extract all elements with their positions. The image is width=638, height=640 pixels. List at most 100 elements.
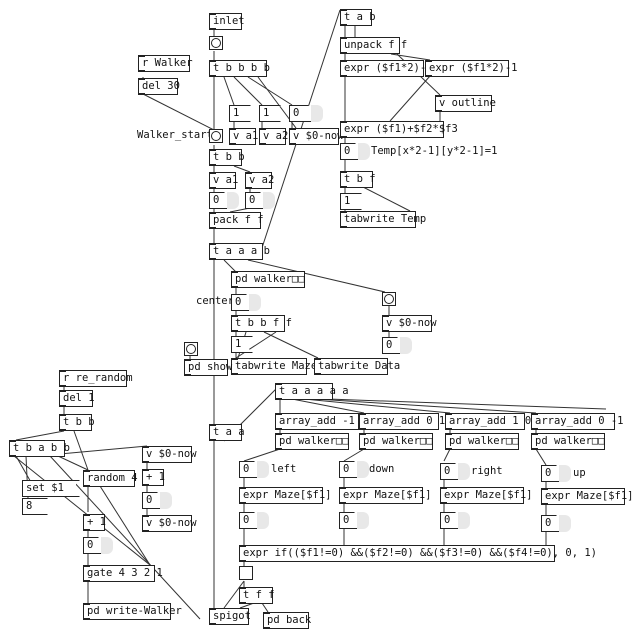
- set-message[interactable]: set $1 $2: [22, 480, 80, 497]
- number-now-mid[interactable]: 0: [382, 337, 402, 354]
- trigger-bb[interactable]: t b b: [209, 149, 245, 166]
- gate-4321[interactable]: gate 4 3 2 1: [83, 565, 163, 582]
- expr-f1-x[interactable]: expr ($f1*2)-1: [340, 60, 433, 77]
- number-maze-right-display: [458, 512, 470, 529]
- number-display-top: [311, 105, 323, 122]
- bang-circle-icon: [384, 294, 394, 304]
- bang-walker-start[interactable]: [209, 129, 223, 143]
- down-label: down: [369, 463, 395, 475]
- delay-30[interactable]: del 30: [138, 78, 180, 95]
- temp-formula-comment: Temp[x*2-1][y*2-1]=1: [371, 145, 498, 157]
- value-now-mid[interactable]: v $0-now: [382, 315, 437, 332]
- value-a1-top[interactable]: v a1: [229, 128, 258, 145]
- number-right-dir-display: [458, 463, 470, 480]
- array-add-left[interactable]: array_add -1 0: [275, 413, 368, 430]
- up-label: up: [573, 467, 586, 479]
- array-add-down[interactable]: array_add 0 1: [359, 413, 445, 430]
- array-add-right[interactable]: array_add 1 0: [445, 413, 531, 430]
- trigger-bbbb[interactable]: t b b b b: [209, 60, 270, 77]
- pd-write-walker[interactable]: pd write-Walker: [83, 603, 182, 620]
- plus-1-a[interactable]: + 1: [142, 469, 165, 486]
- pd-walker-up[interactable]: pd walker□□: [531, 433, 605, 450]
- center-label: center: [196, 295, 234, 307]
- number-maze-left-display: [257, 512, 269, 529]
- trigger-babb[interactable]: t b a b b: [9, 440, 70, 457]
- expr-maze-up[interactable]: expr Maze[$f1]: [541, 488, 634, 505]
- number-left-display: [160, 492, 172, 509]
- number-a1[interactable]: 0: [209, 192, 229, 209]
- bang-circle-icon: [211, 131, 221, 141]
- trigger-ff[interactable]: t f f: [239, 587, 275, 604]
- toggle-dead-end[interactable]: [239, 566, 253, 580]
- trigger-bbff[interactable]: t b b f f: [231, 315, 292, 332]
- value-a1[interactable]: v a1: [209, 172, 238, 189]
- trigger-aa[interactable]: t a a: [209, 424, 245, 441]
- number-down-dir-display: [357, 461, 369, 478]
- value-now-top[interactable]: v $0-now: [289, 128, 344, 145]
- trigger-ab[interactable]: t a b: [340, 9, 376, 26]
- value-now-left2[interactable]: v $0-now: [142, 515, 197, 532]
- value-a2-top[interactable]: v a2: [259, 128, 288, 145]
- pd-walker-main[interactable]: pd walker□□: [231, 271, 305, 288]
- value-outline[interactable]: v outline: [435, 95, 496, 112]
- expr-if-dead-end[interactable]: expr if(($f1!=0) &&($f2!=0) &&($f3!=0) &…: [239, 545, 597, 562]
- number-down-dir[interactable]: 0: [339, 461, 359, 478]
- number-maze-right[interactable]: 0: [440, 512, 460, 529]
- number-a1-display: [227, 192, 239, 209]
- number-up-dir[interactable]: 0: [541, 465, 561, 482]
- number-left[interactable]: 0: [142, 492, 162, 509]
- plus-1-b[interactable]: + 1: [83, 514, 106, 531]
- trigger-bf[interactable]: t b f: [340, 171, 376, 188]
- message-1d[interactable]: 1: [340, 193, 362, 210]
- number-gate[interactable]: 0: [83, 537, 103, 554]
- number-left-dir[interactable]: 0: [239, 461, 259, 478]
- trigger-bb-left[interactable]: t b b: [59, 414, 95, 431]
- bang-top[interactable]: [209, 36, 223, 50]
- inlet-object[interactable]: inlet: [209, 13, 245, 30]
- pd-walker-right[interactable]: pd walker□□: [445, 433, 519, 450]
- tabwrite-data[interactable]: tabwrite Data: [314, 358, 400, 375]
- trigger-aaaaa[interactable]: t a a a a a: [275, 383, 349, 400]
- receive-walker[interactable]: r Walker: [138, 55, 193, 72]
- pd-walker-down[interactable]: pd walker□□: [359, 433, 433, 450]
- pack-ff[interactable]: pack f f: [209, 212, 264, 229]
- number-maze-left[interactable]: 0: [239, 512, 259, 529]
- number-box-top[interactable]: 0: [289, 105, 313, 122]
- expr-maze-right[interactable]: expr Maze[$f1]: [440, 487, 533, 504]
- expr-maze-down[interactable]: expr Maze[$f1]: [339, 487, 432, 504]
- tabwrite-temp[interactable]: tabwrite Temp: [340, 211, 426, 228]
- expr-f1-y[interactable]: expr ($f1*2)-1: [425, 60, 518, 77]
- value-now-left1[interactable]: v $0-now: [142, 446, 197, 463]
- number-gate-display: [101, 537, 113, 554]
- number-left-dir-display: [257, 461, 269, 478]
- message-1c[interactable]: 1: [231, 336, 253, 353]
- number-temp-display: [358, 143, 370, 160]
- value-a2[interactable]: v a2: [245, 172, 274, 189]
- expr-maze-left[interactable]: expr Maze[$f1]: [239, 487, 332, 504]
- receive-re-random[interactable]: r re_random: [59, 370, 133, 387]
- spigot[interactable]: spigot: [209, 608, 251, 625]
- right-label: right: [471, 465, 503, 477]
- array-add-up[interactable]: array_add 0 -1: [531, 413, 624, 430]
- walker-start-label: Walker_start: [137, 129, 213, 141]
- number-right-dir[interactable]: 0: [440, 463, 460, 480]
- bang-show[interactable]: [184, 342, 198, 356]
- expr-index[interactable]: expr ($f1)+$f2*$f3: [340, 121, 458, 138]
- trigger-aaab[interactable]: t a a a b: [209, 243, 270, 260]
- pd-show[interactable]: pd show: [184, 359, 232, 376]
- pd-walker-left[interactable]: pd walker□□: [275, 433, 349, 450]
- number-a2[interactable]: 0: [245, 192, 265, 209]
- delay-1[interactable]: del 1: [59, 390, 95, 407]
- unpack-ff[interactable]: unpack f f: [340, 37, 407, 54]
- tabwrite-maze[interactable]: tabwrite Maze: [231, 358, 317, 375]
- number-now-mid-display: [400, 337, 412, 354]
- number-maze-down[interactable]: 0: [339, 512, 359, 529]
- random-4[interactable]: random 4: [83, 470, 138, 487]
- number-center[interactable]: 0: [231, 294, 251, 311]
- pd-back[interactable]: pd back: [263, 612, 311, 629]
- bang-right-mid[interactable]: [382, 292, 396, 306]
- number-maze-up[interactable]: 0: [541, 515, 561, 532]
- number-temp[interactable]: 0: [340, 143, 360, 160]
- number-up-dir-display: [559, 465, 571, 482]
